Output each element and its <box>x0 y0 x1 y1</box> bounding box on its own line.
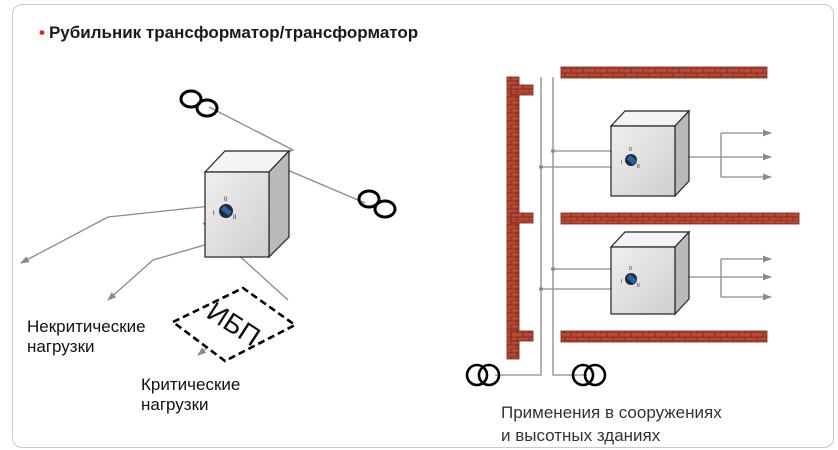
caption-line2: и высотных зданиях <box>501 426 661 445</box>
switch-pos-2: II <box>637 283 640 289</box>
switch-pos-2: II <box>637 164 640 170</box>
building-walls <box>506 66 800 360</box>
page-title: •Рубильник трансформатор/трансформатор <box>39 23 418 43</box>
riser-junctions <box>539 149 555 291</box>
critical-loads-line2: нагрузки <box>141 395 209 414</box>
transformer-icon <box>465 363 501 387</box>
switch-pos-1: I <box>621 279 622 285</box>
rotary-switch-icon: I 0 II <box>621 266 640 289</box>
noncritical-loads-line1: Некритические <box>27 317 146 336</box>
rotary-switch-icon: I 0 II <box>621 147 640 170</box>
switch-pos-1: I <box>621 160 622 166</box>
switch-pos-1: I <box>213 211 215 217</box>
noncritical-loads-label: Некритические нагрузки <box>27 317 146 357</box>
title-bullet: • <box>39 23 45 42</box>
transfer-switch-box: I 0 II <box>203 149 291 259</box>
switch-pos-0: 0 <box>629 147 632 153</box>
switch-pos-2: II <box>233 215 237 221</box>
upper-load-outputs <box>687 129 773 181</box>
transfer-switch-box: I 0 II <box>609 109 691 198</box>
ups-block: ИБП <box>170 286 298 363</box>
diagram-frame: •Рубильник трансформатор/трансформатор <box>12 4 834 448</box>
transfer-switch-diagram: I 0 II ИБП <box>19 66 800 387</box>
caption-line1: Применения в сооружениях <box>501 403 722 422</box>
critical-loads-line1: Критические <box>141 375 241 394</box>
switch-pos-0: 0 <box>224 197 228 203</box>
noncritical-loads-line2: нагрузки <box>27 337 95 356</box>
title-text: Рубильник трансформатор/трансформатор <box>48 23 419 42</box>
transformer-icon <box>357 189 397 219</box>
transformer-icon <box>179 89 219 118</box>
critical-loads-label: Критические нагрузки <box>141 375 240 415</box>
application-caption: Применения в сооружениях и высотных здан… <box>501 403 722 446</box>
switch-pos-0: 0 <box>629 266 632 272</box>
transfer-switch-box: I 0 II <box>609 230 691 316</box>
lower-load-outputs <box>687 255 773 301</box>
riser-lines <box>495 77 623 376</box>
transformer-icon <box>571 363 607 387</box>
rotary-switch-icon: I 0 II <box>213 197 237 221</box>
